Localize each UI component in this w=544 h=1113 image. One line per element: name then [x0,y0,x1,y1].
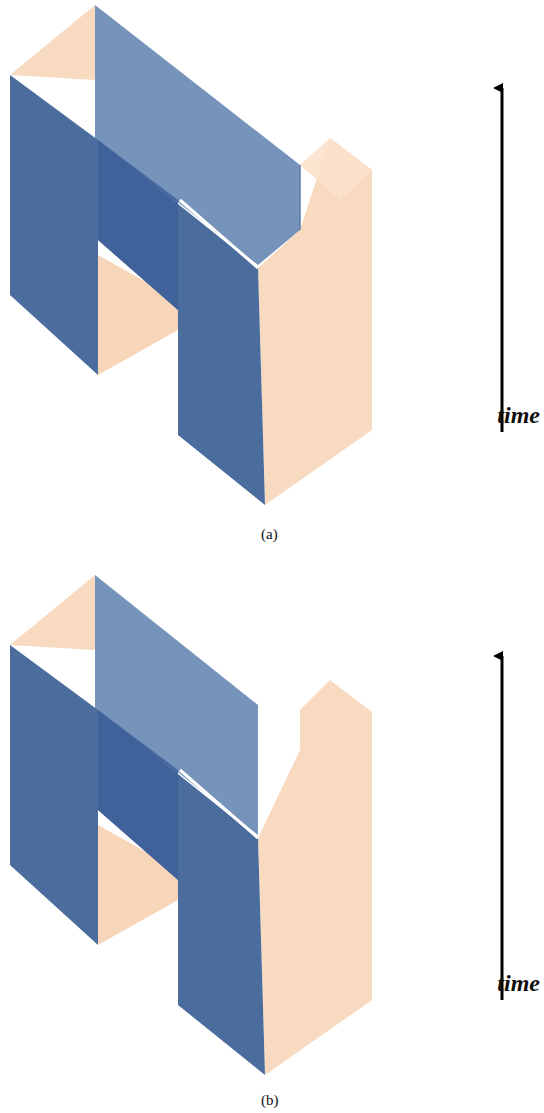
axis-label: time [497,970,540,997]
panel-caption: (b) [261,1092,279,1109]
surface-a [10,5,502,505]
axis-label: time [497,402,540,429]
surface-b [10,575,502,1075]
panel-caption: (a) [261,526,278,543]
